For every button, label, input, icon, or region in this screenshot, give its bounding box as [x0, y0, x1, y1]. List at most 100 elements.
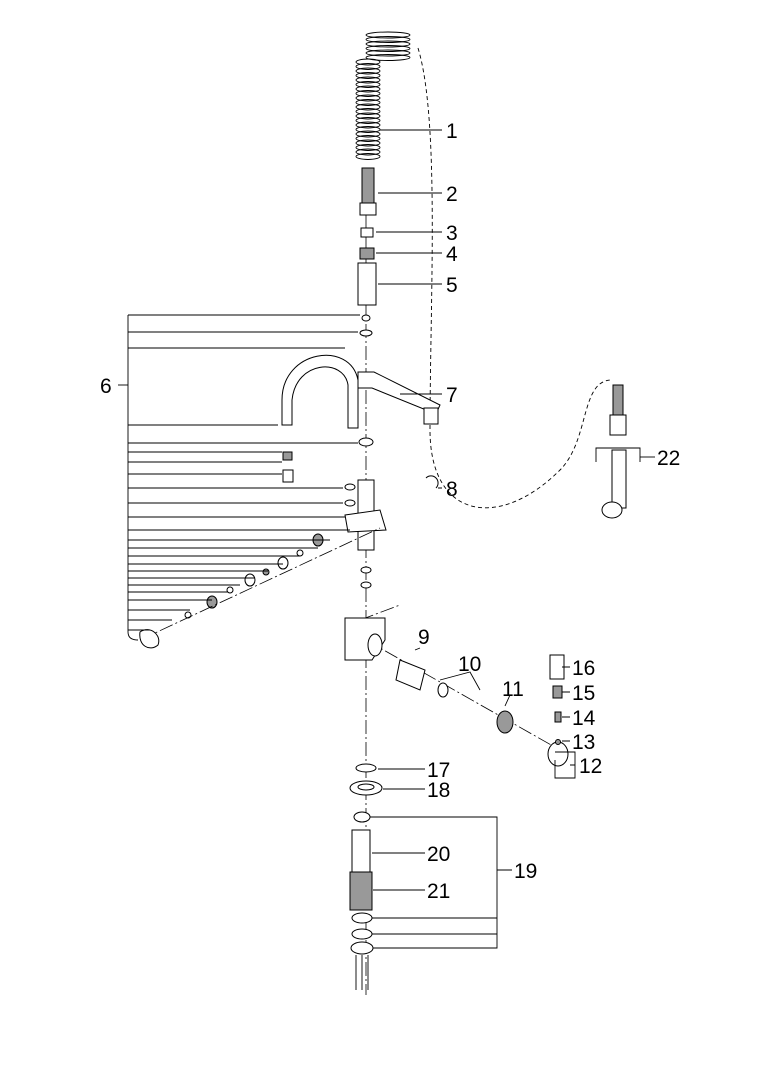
part-5 [357, 262, 377, 306]
part-19-ring [351, 912, 373, 924]
hose-line [417, 47, 613, 509]
coil-spring-part [355, 31, 411, 160]
side-axis [365, 639, 561, 751]
oring [360, 566, 372, 574]
part-label-7: 7 [446, 384, 458, 407]
part-21 [349, 871, 373, 911]
coil-turn [355, 117, 381, 124]
part-label-11: 11 [502, 678, 524, 701]
coil-turn [355, 130, 381, 138]
coil-turn [355, 85, 381, 93]
coil-turn [355, 126, 381, 133]
part-18-hole [357, 783, 375, 791]
part-19-ring [350, 941, 374, 955]
coil-turn [355, 103, 381, 111]
part-label-13: 13 [572, 731, 595, 754]
part-label-10: 10 [458, 653, 481, 676]
part-16 [549, 654, 565, 680]
part-4 [359, 247, 375, 260]
small-part [296, 549, 304, 557]
oring [361, 314, 371, 322]
part-14 [554, 711, 562, 723]
part-label-8: 8 [446, 478, 458, 501]
small-part [226, 586, 234, 594]
coil-turn [355, 72, 381, 79]
diagonal-axis [139, 527, 381, 641]
small-part [244, 573, 256, 587]
coil-turn [365, 36, 411, 43]
part-label-3: 3 [446, 222, 458, 245]
coil-turn [365, 31, 411, 39]
part-label-19: 19 [514, 860, 537, 883]
oring [358, 437, 374, 447]
coil-turn [355, 139, 381, 147]
small-part [206, 595, 218, 609]
coil-turn [355, 99, 381, 106]
coil-turn [355, 76, 381, 84]
part-11 [496, 710, 514, 734]
body-flange [344, 509, 387, 533]
part-19-ring [353, 811, 371, 823]
hose-spring-part [359, 167, 377, 216]
coil-turn [365, 45, 411, 52]
coil-turn [355, 58, 381, 66]
oring [360, 581, 372, 589]
hose-guide-part [423, 407, 439, 425]
coil-turn [355, 90, 381, 97]
part-label-16: 16 [572, 657, 595, 680]
part-19-ring [351, 928, 373, 940]
coil-turn [365, 49, 411, 57]
coil-turn [355, 81, 381, 88]
body-port [367, 633, 383, 657]
coil-turn [365, 54, 411, 61]
small-part [282, 451, 293, 461]
coil-turn [355, 135, 381, 142]
coil-turn [355, 153, 381, 160]
small-parts-diagonal [139, 527, 401, 641]
part-label-20: 20 [427, 843, 450, 866]
oring [344, 483, 356, 491]
coil-turn [355, 144, 381, 151]
coil-turn [355, 63, 381, 70]
small-part [277, 556, 289, 570]
handle-part-12 [547, 741, 569, 767]
part-label-15: 15 [572, 682, 595, 705]
small-part [184, 611, 192, 619]
part-3 [360, 227, 374, 238]
part-10 [437, 682, 449, 698]
supply-pipes [355, 955, 369, 990]
cartridge-part-9 [395, 659, 426, 691]
part-13 [555, 739, 561, 745]
part-15 [552, 685, 563, 699]
part-label-5: 5 [446, 274, 458, 297]
bracket-line [127, 315, 139, 641]
part-label-4: 4 [446, 243, 458, 266]
clip-part-8 [425, 475, 439, 489]
part-label-22: 22 [657, 447, 680, 470]
part-label-6: 6 [100, 375, 112, 398]
part-label-1: 1 [446, 120, 458, 143]
spout-part [281, 354, 359, 429]
leader-lines-part-6 [127, 314, 360, 641]
coil-turn [355, 112, 381, 120]
small-part [262, 568, 270, 576]
part-17 [355, 763, 377, 773]
part-label-12: 12 [579, 755, 602, 778]
part-label-9: 9 [418, 626, 430, 649]
part-label-17: 17 [427, 759, 450, 782]
part-label-14: 14 [572, 707, 596, 730]
bracket-22 [595, 447, 641, 462]
part-label-2: 2 [446, 183, 458, 206]
part-label-18: 18 [427, 779, 450, 802]
spray-head-part-22 [601, 384, 627, 519]
coil-turn [355, 108, 381, 115]
part-label-21: 21 [427, 880, 450, 903]
leader-lines [118, 129, 655, 949]
coil-turn [355, 67, 381, 75]
coil-turn [355, 148, 381, 156]
small-part [282, 469, 294, 483]
coil-turn [355, 121, 381, 129]
coil-turn [355, 94, 381, 102]
